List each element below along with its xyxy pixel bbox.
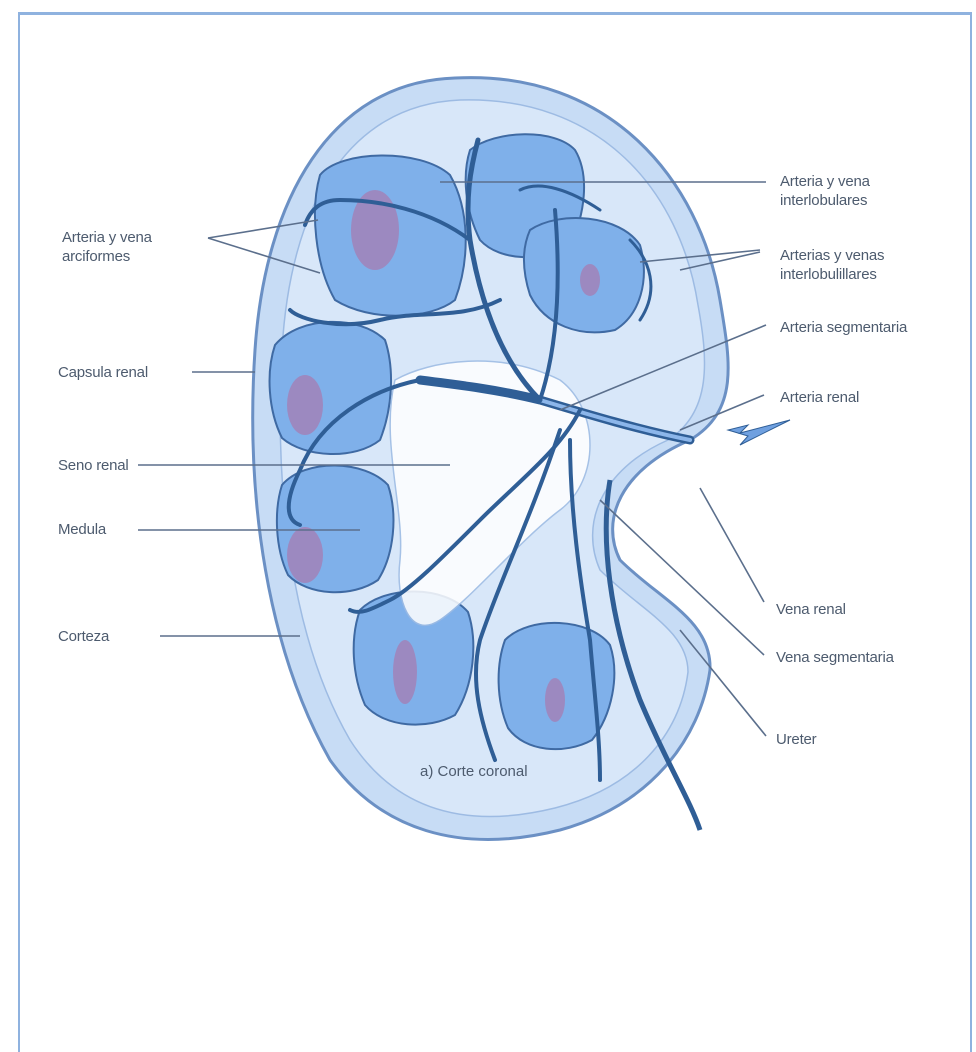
label-arteria-segmentaria: Arteria segmentaria: [780, 318, 907, 337]
label-arteria-renal: Arteria renal: [780, 388, 859, 407]
label-capsula-renal: Capsula renal: [58, 363, 148, 382]
label-vena-renal: Vena renal: [776, 600, 846, 619]
label-arterias-venas-interlobulillares: Arterias y venas interlobulillares: [780, 246, 884, 284]
label-vena-segmentaria: Vena segmentaria: [776, 648, 894, 667]
label-ureter: Ureter: [776, 730, 816, 749]
arrow-indicator: [728, 420, 790, 445]
label-medula: Medula: [58, 520, 106, 539]
label-arteria-vena-interlobulares: Arteria y vena interlobulares: [780, 172, 870, 210]
label-seno-renal: Seno renal: [58, 456, 129, 475]
label-arteria-vena-arciformes: Arteria y vena arciformes: [62, 228, 152, 266]
pyramid: [270, 322, 391, 454]
figure-caption: a) Corte coronal: [420, 763, 528, 780]
label-corteza: Corteza: [58, 627, 109, 646]
